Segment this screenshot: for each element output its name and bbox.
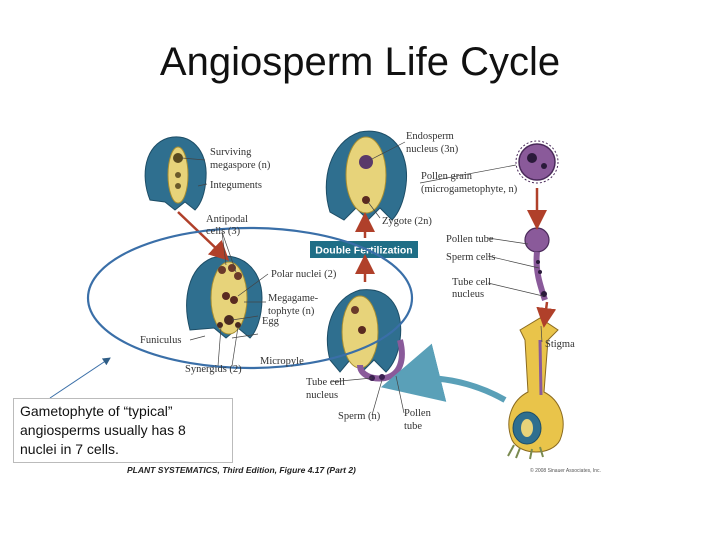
ovule-surviving-megaspore bbox=[144, 136, 207, 211]
carpel-pistil bbox=[507, 317, 564, 460]
caption-pointer-line bbox=[49, 357, 111, 399]
ovule-pollen-tube-entry bbox=[326, 289, 405, 382]
polar-nuclei-label: Polar nuclei (2) bbox=[271, 269, 337, 280]
germinating-pollen bbox=[524, 227, 550, 301]
pollen-tube-b-label-1: Pollen bbox=[404, 408, 432, 419]
zygote-label: Zygote (2n) bbox=[382, 216, 432, 227]
ovule-megagametophyte bbox=[186, 255, 263, 339]
megagametophyte-label-2: tophyte (n) bbox=[268, 306, 315, 317]
pollen-grain bbox=[515, 140, 559, 184]
tube-cell-nucleus-b-label-1: Tube cell bbox=[306, 377, 345, 388]
endosperm-label-1: Endosperm bbox=[406, 131, 454, 142]
double-fertilization-label: Double Fertilization bbox=[315, 245, 412, 257]
pollen-tube-label: Pollen tube bbox=[446, 234, 494, 245]
gametophyte-highlight-ellipse bbox=[86, 226, 414, 370]
caption-line-2: angiosperms usually has 8 bbox=[20, 422, 186, 438]
leader-lines bbox=[181, 141, 544, 416]
caption-line-3: nuclei in 7 cells. bbox=[20, 441, 119, 457]
tube-cell-nucleus-b-label-2: nucleus bbox=[306, 390, 338, 401]
antipodal-label-2: cells (3) bbox=[206, 226, 241, 237]
double-fertilization-banner: Double Fertilization bbox=[310, 241, 418, 258]
stigma-label: Stigma bbox=[545, 339, 575, 350]
funiculus-label: Funiculus bbox=[140, 335, 181, 346]
pollen-grain-label-1: Pollen grain bbox=[421, 171, 473, 182]
figure-credit: PLANT SYSTEMATICS, Third Edition, Figure… bbox=[127, 465, 356, 475]
surviving-megaspore-label-1: Surviving bbox=[210, 147, 252, 158]
endosperm-label-2: nucleus (3n) bbox=[406, 144, 459, 155]
ovule-endosperm bbox=[325, 130, 408, 221]
megagametophyte-label-1: Megagame- bbox=[268, 293, 319, 304]
tube-cell-nucleus-label-2: nucleus bbox=[452, 289, 484, 300]
integuments-label: Integuments bbox=[210, 180, 262, 191]
synergids-label: Synergids (2) bbox=[185, 364, 242, 375]
egg-label: Egg bbox=[262, 316, 280, 327]
pollen-grain-label-2: (microgametophyte, n) bbox=[421, 184, 518, 195]
page-title: Angiosperm Life Cycle bbox=[159, 40, 561, 84]
tube-cell-nucleus-label-1: Tube cell bbox=[452, 277, 491, 288]
antipodal-label-1: Antipodal bbox=[206, 214, 248, 225]
sperm-label: Sperm (n) bbox=[338, 411, 381, 422]
copyright-notice: © 2008 Sinauer Associates, Inc. bbox=[530, 468, 601, 474]
flow-arrows bbox=[177, 188, 557, 403]
caption-box: Gametophyte of “typical” angiosperms usu… bbox=[13, 398, 233, 463]
pollen-tube-b-label-2: tube bbox=[404, 421, 422, 432]
surviving-megaspore-label-2: megaspore (n) bbox=[210, 160, 271, 171]
caption-line-1: Gametophyte of “typical” bbox=[20, 403, 173, 419]
micropyle-label: Micropyle bbox=[260, 356, 304, 367]
sperm-cells-label: Sperm cells bbox=[446, 252, 495, 263]
